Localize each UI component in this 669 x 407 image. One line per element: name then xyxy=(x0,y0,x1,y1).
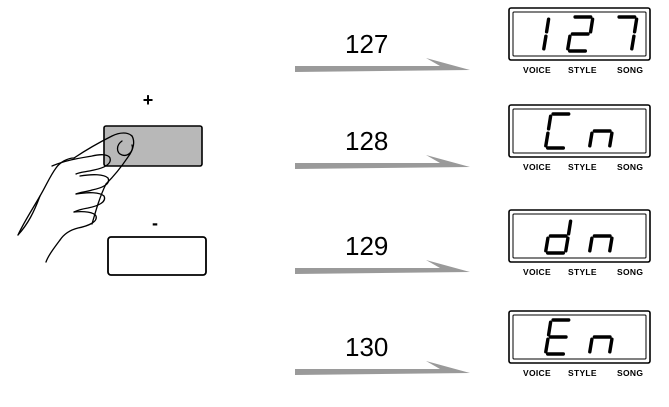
display-segment xyxy=(544,337,550,354)
lcd-digits xyxy=(542,15,639,53)
display-mode-label: VOICE xyxy=(523,368,551,378)
plus-label: + xyxy=(143,90,154,110)
lcd-digits xyxy=(544,219,614,255)
display-segment xyxy=(608,236,614,253)
row-value: 128 xyxy=(345,126,388,156)
row-value: 130 xyxy=(345,332,388,362)
lcd-display xyxy=(508,310,651,364)
display-mode-label: SONG xyxy=(617,368,643,378)
lcd-digits xyxy=(544,318,614,356)
plus-button[interactable] xyxy=(103,125,203,167)
arrow-icon xyxy=(295,361,470,375)
display-mode-label: VOICE xyxy=(523,267,551,277)
display-segment xyxy=(588,236,594,253)
display-segment xyxy=(588,131,594,148)
display-segment xyxy=(632,17,639,34)
lcd-display-inner-border xyxy=(512,213,647,259)
lcd-display xyxy=(508,209,651,263)
arrow-icon xyxy=(295,260,470,274)
display-mode-label: STYLE xyxy=(568,65,597,75)
lcd-display-inner-border xyxy=(512,108,647,154)
display-mode-label: STYLE xyxy=(568,162,597,172)
display-segment xyxy=(588,337,594,354)
lcd-digits xyxy=(544,112,614,150)
lcd-display-inner-border xyxy=(512,11,647,57)
display-mode-label: VOICE xyxy=(523,162,551,172)
display-segment xyxy=(542,34,548,51)
display-segment xyxy=(588,17,595,34)
lcd-display-inner-border xyxy=(512,314,647,360)
display-mode-label: VOICE xyxy=(523,65,551,75)
display-segment xyxy=(544,17,551,34)
display-segment xyxy=(544,236,550,253)
display-mode-label: SONG xyxy=(617,162,643,172)
lcd-display xyxy=(508,104,651,158)
row-value: 129 xyxy=(345,231,388,261)
arrow-icon xyxy=(295,155,470,169)
display-mode-label: STYLE xyxy=(568,368,597,378)
display-segment xyxy=(544,131,550,148)
display-segment xyxy=(608,337,614,354)
pressing-hand-icon xyxy=(17,132,135,263)
display-segment xyxy=(566,34,572,51)
display-segment xyxy=(566,219,573,236)
display-segment xyxy=(564,236,570,253)
display-segment xyxy=(608,131,614,148)
display-mode-label: SONG xyxy=(617,65,643,75)
row-value: 127 xyxy=(345,29,388,59)
display-segment xyxy=(546,114,553,131)
minus-button[interactable] xyxy=(107,236,207,276)
display-segment xyxy=(630,34,636,51)
display-segment xyxy=(546,320,553,337)
minus-label: - xyxy=(152,213,158,233)
display-mode-label: STYLE xyxy=(568,267,597,277)
display-mode-label: SONG xyxy=(617,267,643,277)
arrow-icon xyxy=(295,58,470,72)
